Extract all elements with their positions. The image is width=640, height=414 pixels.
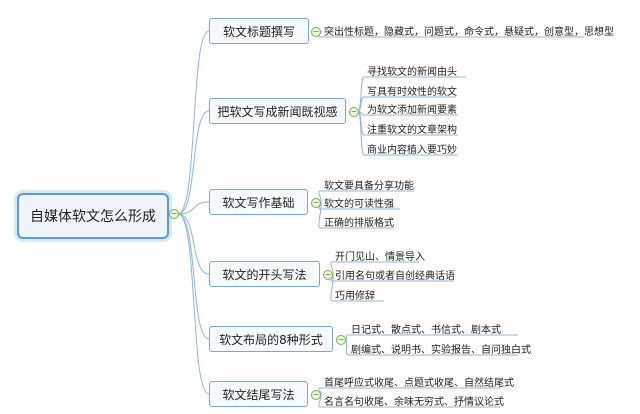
branch-label: 把软文写成新闻既视感 <box>217 104 338 119</box>
leaf-topic[interactable]: 巧用修辞 <box>335 291 375 302</box>
branch-collapse-icon[interactable]: − <box>311 198 321 208</box>
root-connector <box>177 201 210 215</box>
branch-ending[interactable]: 软文结尾写法 <box>209 381 308 407</box>
branch-label: 软文写作基础 <box>222 195 295 210</box>
root-collapse-icon[interactable]: − <box>169 209 179 219</box>
leaf-topic[interactable]: 写具有时效性的软文 <box>367 87 457 98</box>
branch-opening[interactable]: 软文的开头写法 <box>209 261 320 287</box>
leaf-topic[interactable]: 日记式、散点式、书信式、剧本式 <box>351 325 501 336</box>
leaf-topic[interactable]: 突出性标题，隐藏式，问题式，命令式，悬疑式，创意型，思想型 <box>324 27 614 38</box>
leaf-topic[interactable]: 商业内容植入要巧妙 <box>367 145 457 156</box>
root-connector <box>177 110 210 215</box>
branch-title-writing[interactable]: 软文标题撰写 <box>209 18 309 44</box>
leaf-topic[interactable]: 软文要具备分享功能 <box>324 181 414 192</box>
branch-label: 软文布局的8种形式 <box>219 332 323 347</box>
branch-collapse-icon[interactable]: − <box>349 107 359 117</box>
branch-label: 软文结尾写法 <box>222 387 295 402</box>
branch-layout-forms[interactable]: 软文布局的8种形式 <box>209 326 333 352</box>
branch-label: 软文标题撰写 <box>222 24 295 39</box>
leaf-connector <box>357 110 365 156</box>
leaf-topic[interactable]: 引用名句或者自创经典话语 <box>335 271 455 282</box>
leaf-topic[interactable]: 软文的可读性强 <box>324 199 394 210</box>
leaf-topic[interactable]: 首尾呼应式收尾、点题式收尾、自然结尾式 <box>324 378 514 389</box>
branch-collapse-icon[interactable]: − <box>323 270 333 280</box>
leaf-topic[interactable]: 名言名句收尾、余味无穷式、抒情议论式 <box>324 397 504 408</box>
leaf-topic[interactable]: 正确的排版格式 <box>324 218 394 229</box>
branch-collapse-icon[interactable]: − <box>311 27 321 37</box>
branch-label: 软文的开头写法 <box>222 267 307 282</box>
root-connector <box>177 213 210 395</box>
branch-collapse-icon[interactable]: − <box>336 335 346 345</box>
leaf-topic[interactable]: 开门见山、情景导入 <box>335 252 425 263</box>
leaf-topic[interactable]: 注重软文的文章架构 <box>367 125 457 136</box>
root-node[interactable]: 自媒体软文怎么形成 <box>17 193 169 239</box>
root-connector <box>177 213 210 340</box>
branch-collapse-icon[interactable]: − <box>311 390 321 400</box>
root-connector <box>177 30 210 215</box>
leaf-topic[interactable]: 剧编式、说明书、实验报告、自问独白式 <box>351 345 531 356</box>
root-connector <box>177 213 210 275</box>
branch-news-style[interactable]: 把软文写成新闻既视感 <box>209 98 346 124</box>
root-node-label: 自媒体软文怎么形成 <box>30 209 156 225</box>
branch-writing-basics[interactable]: 软文写作基础 <box>209 189 308 215</box>
leaf-topic[interactable]: 为软文添加新闻要素 <box>367 105 457 116</box>
leaf-topic[interactable]: 寻找软文的新闻由头 <box>367 67 457 78</box>
